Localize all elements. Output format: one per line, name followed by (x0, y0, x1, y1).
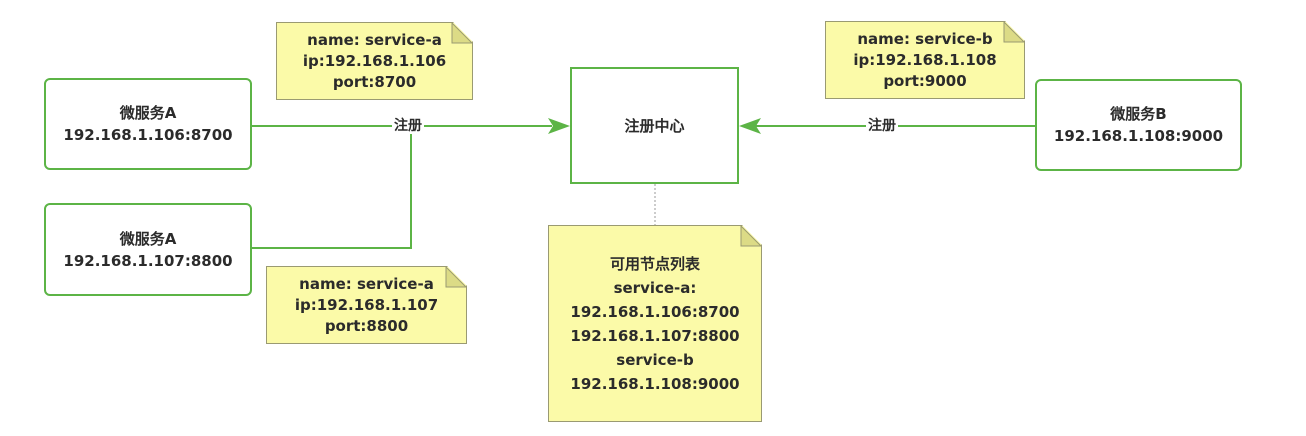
service-a2-title: 微服务A (119, 229, 177, 248)
note-list-title: 可用节点列表 (609, 254, 700, 273)
service-a1-node[interactable]: 微服务A 192.168.1.106:8700 (44, 78, 252, 170)
registry-node[interactable]: 注册中心 (570, 67, 739, 184)
note-fold-icon (741, 226, 761, 246)
note-a1-ip: ip:192.168.1.106 (302, 51, 447, 70)
service-a2-address: 192.168.1.107:8800 (63, 251, 233, 270)
note-a1-port: port:8700 (332, 72, 417, 91)
note-list-line: 192.168.1.107:8800 (570, 326, 740, 345)
service-b-node[interactable]: 微服务B 192.168.1.108:9000 (1035, 79, 1242, 171)
note-available-nodes: 可用节点列表 service-a: 192.168.1.106:8700 192… (548, 225, 762, 422)
note-fold-icon (446, 267, 466, 287)
note-list-line: service-b (616, 350, 694, 369)
edge-label-left: 注册 (392, 118, 424, 134)
note-service-a2: name: service-a ip:192.168.1.107 port:88… (266, 266, 467, 344)
note-b-name: name: service-b (857, 29, 993, 48)
note-list-line: 192.168.1.108:9000 (570, 374, 740, 393)
note-service-b: name: service-b ip:192.168.1.108 port:90… (825, 21, 1025, 99)
note-b-ip: ip:192.168.1.108 (853, 50, 997, 69)
arrowhead-into-registry-right (739, 118, 761, 134)
service-b-title: 微服务B (1110, 105, 1167, 123)
note-list-line: service-a: (613, 278, 697, 297)
service-a2-node[interactable]: 微服务A 192.168.1.107:8800 (44, 203, 252, 296)
service-a1-address: 192.168.1.106:8700 (63, 126, 233, 144)
note-list-line: 192.168.1.106:8700 (570, 302, 740, 321)
note-fold-icon (1004, 22, 1024, 42)
note-fold-icon (452, 23, 472, 43)
note-a2-ip: ip:192.168.1.107 (294, 295, 439, 314)
note-a1-name: name: service-a (307, 30, 442, 49)
note-a2-name: name: service-a (299, 274, 434, 293)
note-b-port: port:9000 (883, 71, 967, 90)
note-a2-port: port:8800 (324, 316, 409, 335)
service-a1-title: 微服务A (119, 104, 177, 122)
arrowhead-into-registry-left (548, 118, 570, 134)
edge-service-a2-to-registry (252, 126, 412, 249)
registry-title: 注册中心 (624, 116, 685, 135)
edge-label-right: 注册 (866, 118, 898, 134)
note-service-a1: name: service-a ip:192.168.1.106 port:87… (276, 22, 473, 100)
service-b-address: 192.168.1.108:9000 (1053, 127, 1224, 145)
